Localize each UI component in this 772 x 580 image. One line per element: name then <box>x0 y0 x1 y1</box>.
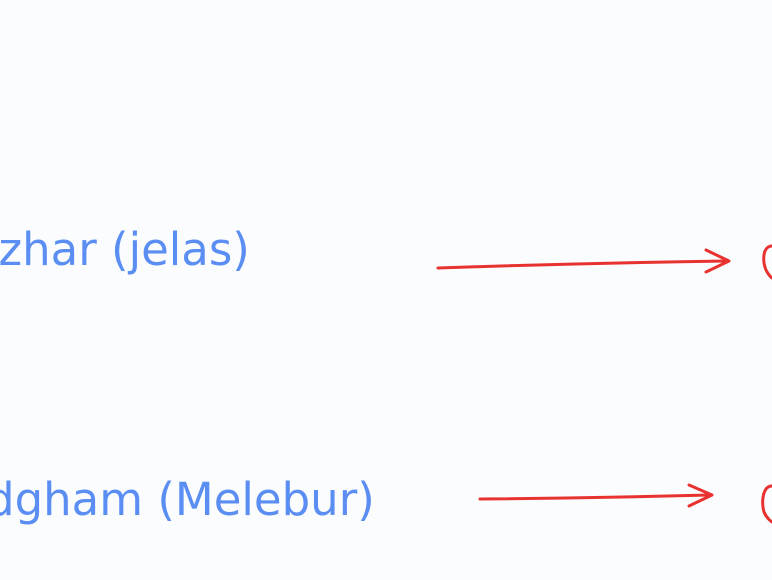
row-1-label: izhar (jelas) <box>0 223 250 276</box>
row-1-edge-mark <box>762 244 772 280</box>
row-2-label: dgham (Melebur) <box>0 473 375 526</box>
row-2-arrow <box>478 483 714 508</box>
row-2-edge-mark <box>761 484 772 524</box>
row-1-arrow <box>436 248 731 274</box>
